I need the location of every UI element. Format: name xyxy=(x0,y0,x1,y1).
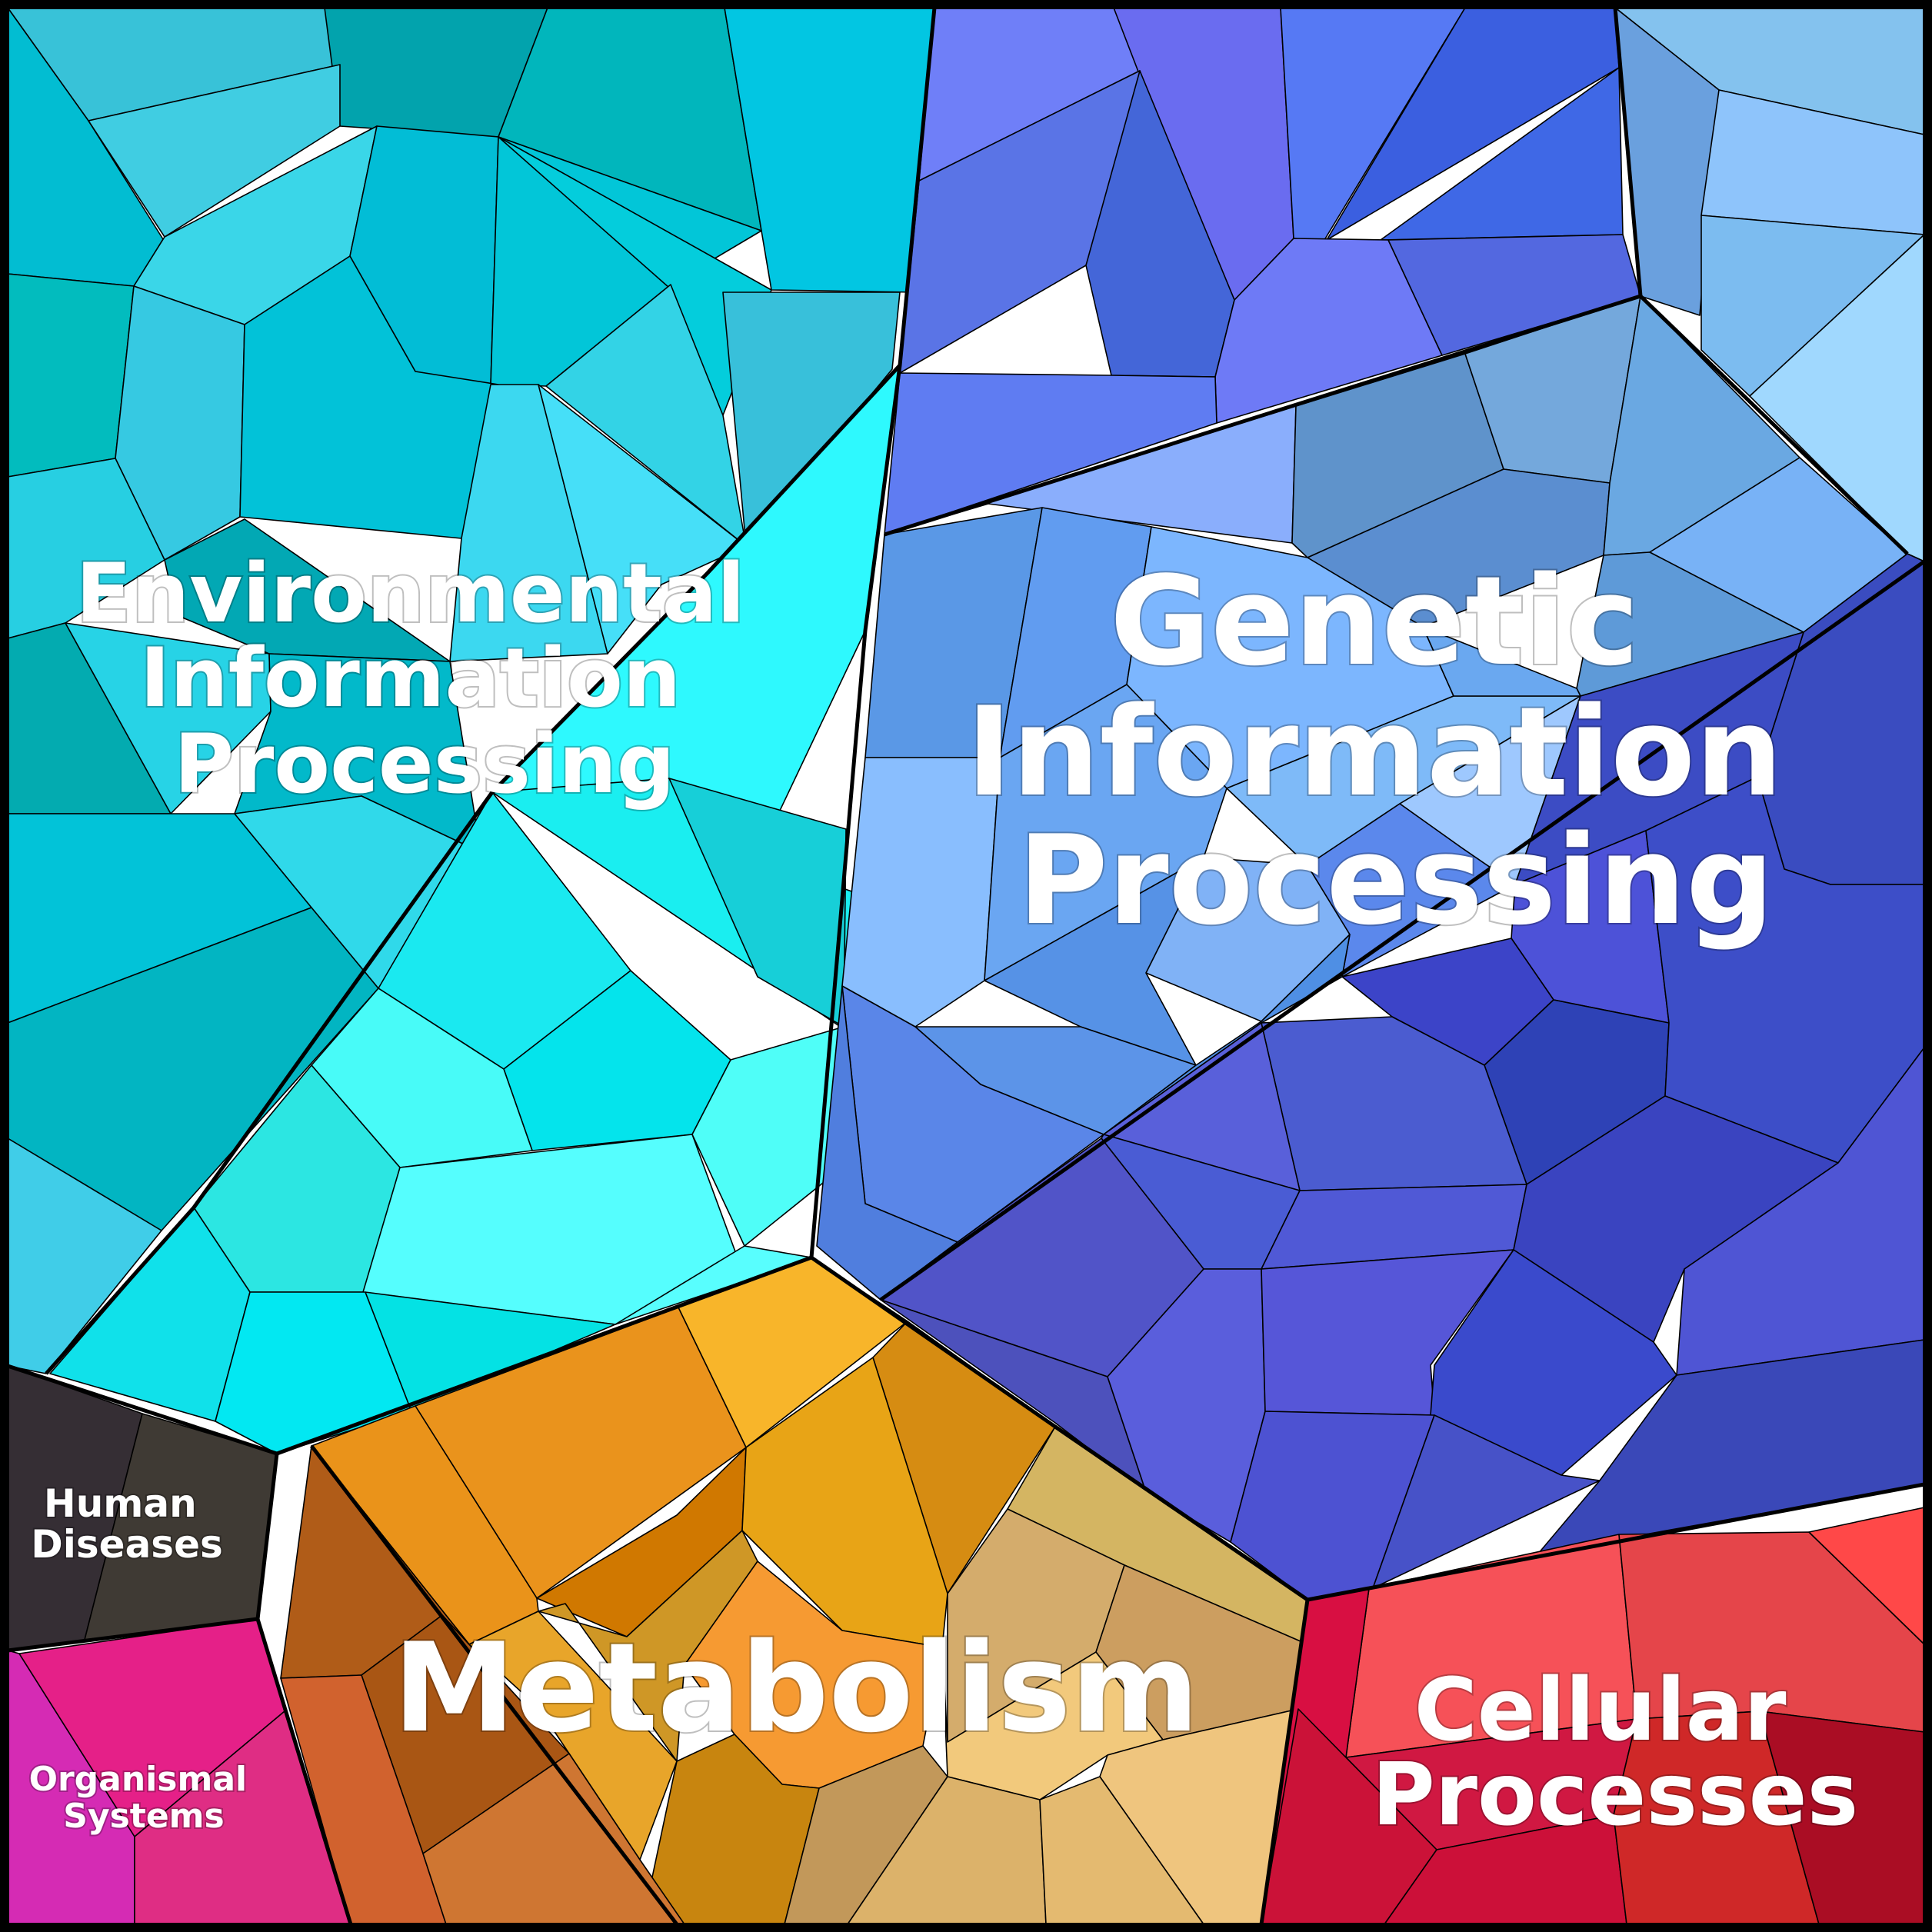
env-cell[interactable] xyxy=(449,384,608,662)
category-human-diseases[interactable] xyxy=(7,1365,278,1651)
label-organismal-systems: Organismal Systems xyxy=(29,1760,259,1836)
gen-cell[interactable] xyxy=(816,985,958,1301)
label-genetic-information-processing: Genetic Information Processing xyxy=(966,549,1825,952)
label-cellular-processes: Cellular Processes xyxy=(1372,1661,1859,1845)
env-cell[interactable] xyxy=(503,970,731,1151)
category-borders xyxy=(7,7,1926,1926)
env-cell[interactable] xyxy=(538,384,747,655)
gen-cell[interactable] xyxy=(984,684,1227,981)
gen-cell[interactable] xyxy=(984,857,1204,1066)
label-metabolism: Metabolism xyxy=(393,1616,1199,1760)
category-organismal-systems[interactable] xyxy=(7,1618,351,1925)
env-cell[interactable] xyxy=(88,64,341,238)
env-cell[interactable] xyxy=(724,7,935,293)
env-cell[interactable] xyxy=(311,988,533,1168)
env-cell[interactable] xyxy=(722,291,901,547)
label-human-diseases: Human Diseases xyxy=(31,1481,223,1567)
gen-cell[interactable] xyxy=(841,757,1001,1028)
met-cell[interactable] xyxy=(422,1753,685,1925)
category-environmental-information-processing[interactable] xyxy=(7,7,935,1454)
category-genetic-information-processing[interactable] xyxy=(816,7,1925,1601)
env-cell[interactable] xyxy=(215,1291,412,1454)
env-cell[interactable] xyxy=(7,273,135,478)
env-cell[interactable] xyxy=(115,285,245,561)
env-cell[interactable] xyxy=(691,1026,844,1247)
gen-cell[interactable] xyxy=(884,372,1217,535)
label-environmental-information-processing: Environmental Information Processing xyxy=(75,546,773,811)
category-metabolism[interactable] xyxy=(280,1257,1308,1925)
category-labels: Environmental Information Processing Gen… xyxy=(28,545,1860,1847)
category-cellular-processes[interactable] xyxy=(1261,1507,1925,1925)
